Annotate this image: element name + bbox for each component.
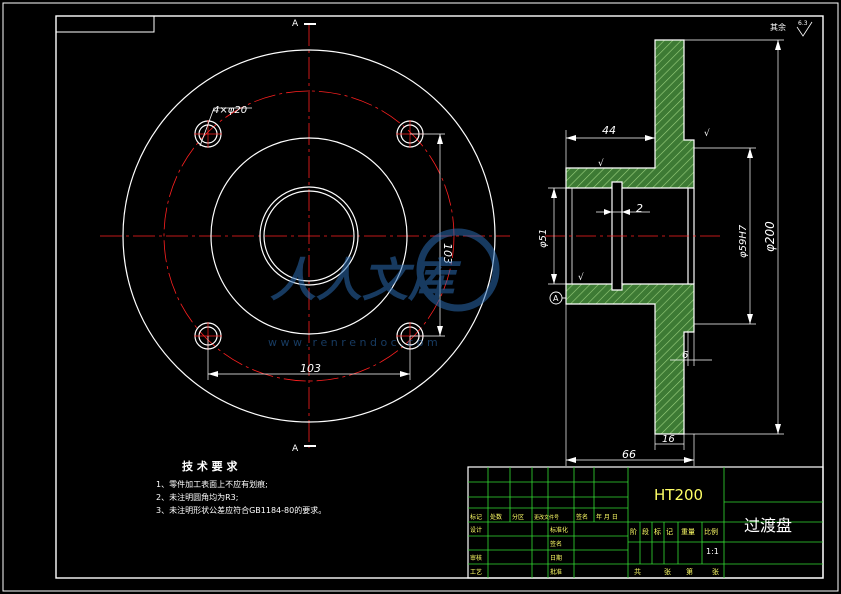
dim-flange-thick: 16 bbox=[662, 434, 675, 445]
front-view bbox=[100, 23, 510, 448]
scale-value: 1:1 bbox=[706, 547, 719, 556]
inner-frame bbox=[55, 15, 824, 579]
sign-left-label: 签名 bbox=[550, 540, 562, 548]
material: HT200 bbox=[654, 486, 703, 504]
hub-outer-circle bbox=[210, 137, 408, 335]
designer-label: 设计 bbox=[470, 526, 482, 534]
process-label: 工艺 bbox=[470, 568, 482, 576]
section-hatch-top bbox=[565, 39, 695, 189]
dim-front-vertical: 103 bbox=[441, 243, 454, 264]
dim-flange-step: 6 bbox=[682, 350, 688, 361]
rev-col-3: 更改文件号 bbox=[534, 514, 559, 521]
tech-req-item-1: 1、零件加工表面上不应有划痕; bbox=[156, 479, 268, 489]
roughness-mark-1: √ bbox=[598, 158, 604, 169]
roughness-mark-2: √ bbox=[704, 128, 710, 139]
rev-col-4: 签名 bbox=[576, 513, 588, 521]
roughness-label: 其余 bbox=[770, 22, 786, 32]
checker-label: 审核 bbox=[470, 554, 482, 562]
part-name: 过渡盘 bbox=[744, 516, 792, 535]
section-hatch-bottom bbox=[565, 283, 695, 435]
approve-label: 批准 bbox=[550, 568, 562, 576]
tech-req-title: 技 术 要 求 bbox=[182, 459, 238, 473]
rev-col-2: 分区 bbox=[512, 513, 524, 521]
stage-col-2: 标 bbox=[654, 527, 661, 536]
sheet-col-1: 张 bbox=[664, 567, 671, 576]
datum-label: A bbox=[553, 294, 559, 303]
rev-col-0: 标记 bbox=[470, 513, 482, 521]
watermark: 人人文库 w w w . r e n r e n d o c . c o m bbox=[268, 228, 500, 349]
tech-req-item-2: 2、未注明圆角均为R3; bbox=[156, 492, 238, 502]
roughness-symbol-icon bbox=[796, 21, 813, 37]
sheet-col-0: 共 bbox=[634, 567, 641, 576]
tech-req-item-3: 3、未注明形状公差应符合GB1184-80的要求。 bbox=[156, 505, 326, 515]
bore-circle bbox=[259, 186, 359, 286]
stage-col-1: 段 bbox=[642, 527, 649, 536]
stage-col-3: 记 bbox=[666, 528, 673, 536]
section-view bbox=[545, 39, 784, 466]
dim-groove: 2 bbox=[636, 202, 643, 215]
section-label-top: A bbox=[292, 19, 299, 29]
watermark-url: w w w . r e n r e n d o c . c o m bbox=[268, 336, 438, 349]
title-block bbox=[467, 466, 824, 579]
stage-col-5: 比例 bbox=[704, 527, 718, 536]
stage-col-4: 重量 bbox=[681, 528, 695, 536]
rev-col-5: 年 月 日 bbox=[596, 513, 618, 521]
code-box bbox=[55, 15, 155, 33]
sheet-col-3: 张 bbox=[712, 567, 719, 576]
stage-col-0: 阶 bbox=[630, 527, 637, 536]
dim-inner-dia: φ51 bbox=[538, 229, 549, 248]
sheet-col-2: 第 bbox=[686, 567, 693, 576]
date-label: 日期 bbox=[550, 554, 562, 562]
dim-outer-dia: φ200 bbox=[763, 221, 777, 252]
rev-col-1: 处数 bbox=[490, 513, 502, 521]
watermark-text: 人人文库 bbox=[270, 253, 462, 307]
hole-note: 4×φ20 bbox=[213, 105, 247, 116]
bolt-circle bbox=[163, 90, 455, 382]
standardization-label: 标准化 bbox=[550, 526, 568, 534]
dim-bore: φ59H7 bbox=[738, 224, 749, 258]
dim-total-length: 66 bbox=[622, 448, 636, 461]
section-label-bottom: A bbox=[292, 444, 299, 454]
flange-outer-circle bbox=[122, 49, 496, 423]
roughness-value: 6.3 bbox=[798, 20, 808, 27]
dim-hub-length: 44 bbox=[602, 124, 616, 137]
bore-chamfer-circle bbox=[263, 190, 355, 282]
roughness-mark-3: √ bbox=[578, 272, 584, 283]
dim-front-horizontal: 103 bbox=[300, 362, 321, 375]
